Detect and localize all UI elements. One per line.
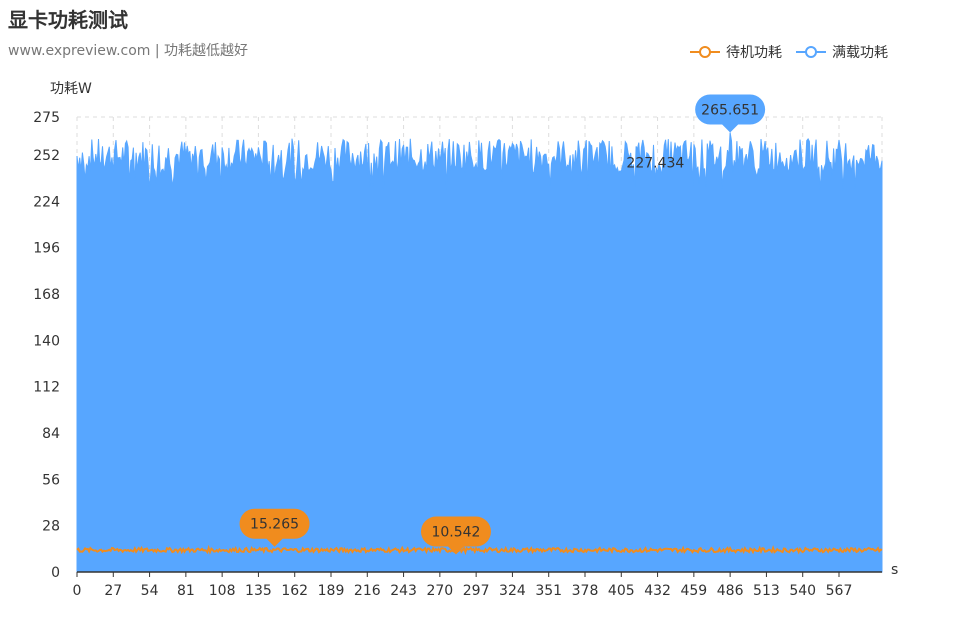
y-tick-label: 224 bbox=[33, 194, 60, 210]
load-min-label: 227.434 bbox=[626, 155, 684, 171]
marker-load-max bbox=[695, 94, 766, 133]
x-tick-label: 405 bbox=[608, 583, 635, 599]
x-tick-label: 324 bbox=[499, 583, 526, 599]
x-axis-label: s bbox=[891, 562, 899, 578]
x-tick-label: 27 bbox=[104, 583, 122, 599]
y-tick-label: 28 bbox=[42, 519, 60, 535]
x-tick-label: 270 bbox=[426, 583, 453, 599]
x-tick-label: 0 bbox=[73, 583, 82, 599]
x-tick-label: 486 bbox=[717, 583, 744, 599]
x-tick-label: 432 bbox=[644, 583, 671, 599]
legend-idle-marker bbox=[690, 46, 720, 58]
x-tick-label: 189 bbox=[318, 583, 345, 599]
y-tick-label: 252 bbox=[33, 148, 60, 164]
marker-load-max-label: 265.651 bbox=[701, 102, 759, 118]
x-tick-label: 567 bbox=[826, 583, 853, 599]
marker-idle-max-label: 15.265 bbox=[250, 517, 299, 533]
legend-load-marker bbox=[796, 46, 826, 58]
y-tick-label: 196 bbox=[33, 241, 60, 257]
series-idle-line bbox=[76, 544, 883, 556]
x-tick-label: 540 bbox=[789, 583, 816, 599]
y-tick-label: 112 bbox=[33, 380, 60, 396]
marker-idle-min bbox=[420, 516, 491, 555]
y-axis-label: 功耗W bbox=[50, 81, 92, 97]
marker-idle-max bbox=[239, 508, 310, 547]
x-tick-label: 297 bbox=[463, 583, 490, 599]
x-tick-label: 459 bbox=[680, 583, 707, 599]
legend-load-label: 满载功耗 bbox=[832, 45, 888, 61]
x-tick-label: 216 bbox=[354, 583, 381, 599]
chart-title: 显卡功耗测试 bbox=[8, 8, 128, 32]
y-tick-label: 275 bbox=[33, 110, 60, 126]
x-tick-label: 135 bbox=[245, 583, 272, 599]
x-tick-label: 378 bbox=[572, 583, 599, 599]
y-tick-label: 168 bbox=[33, 287, 60, 303]
y-tick-label: 0 bbox=[51, 565, 60, 581]
chart-subtitle: www.expreview.com | 功耗越低越好 bbox=[8, 43, 249, 59]
x-tick-label: 162 bbox=[281, 583, 308, 599]
x-tick-label: 351 bbox=[535, 583, 562, 599]
legend: 待机功耗 满载功耗 bbox=[690, 42, 888, 62]
x-tick-label: 81 bbox=[177, 583, 195, 599]
legend-idle-label: 待机功耗 bbox=[726, 45, 782, 61]
legend-item-idle[interactable]: 待机功耗 bbox=[690, 42, 782, 62]
marker-idle-min-label: 10.542 bbox=[431, 525, 480, 541]
legend-item-load[interactable]: 满载功耗 bbox=[796, 42, 888, 62]
y-tick-label: 84 bbox=[42, 426, 60, 442]
y-tick-label: 140 bbox=[33, 333, 60, 349]
x-tick-label: 108 bbox=[209, 583, 236, 599]
x-tick-label: 243 bbox=[390, 583, 417, 599]
series-load-area bbox=[76, 132, 883, 573]
x-tick-label: 513 bbox=[753, 583, 780, 599]
x-tick-label: 54 bbox=[141, 583, 159, 599]
y-tick-label: 56 bbox=[42, 472, 60, 488]
